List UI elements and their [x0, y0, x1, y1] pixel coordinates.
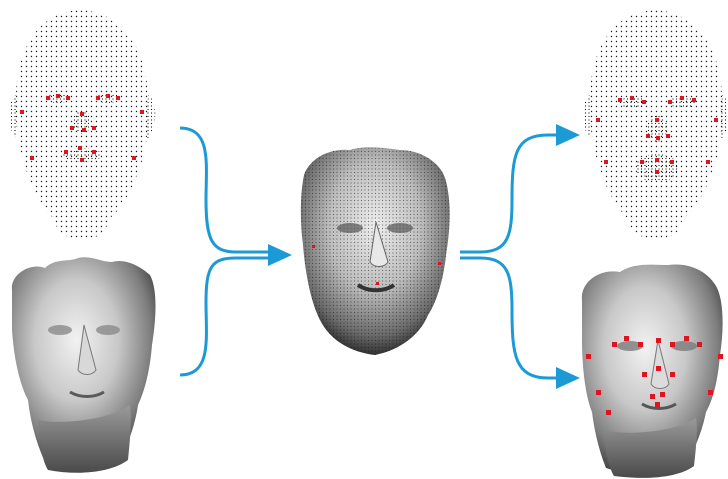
merge-arrow-icon [180, 128, 292, 375]
output-point-cloud [583, 10, 728, 240]
output-scan-with-landmarks [582, 264, 723, 477]
registered-scan [300, 147, 450, 358]
split-arrow-icon [460, 124, 580, 389]
template-point-cloud [9, 10, 156, 240]
raw-scan [12, 257, 156, 473]
